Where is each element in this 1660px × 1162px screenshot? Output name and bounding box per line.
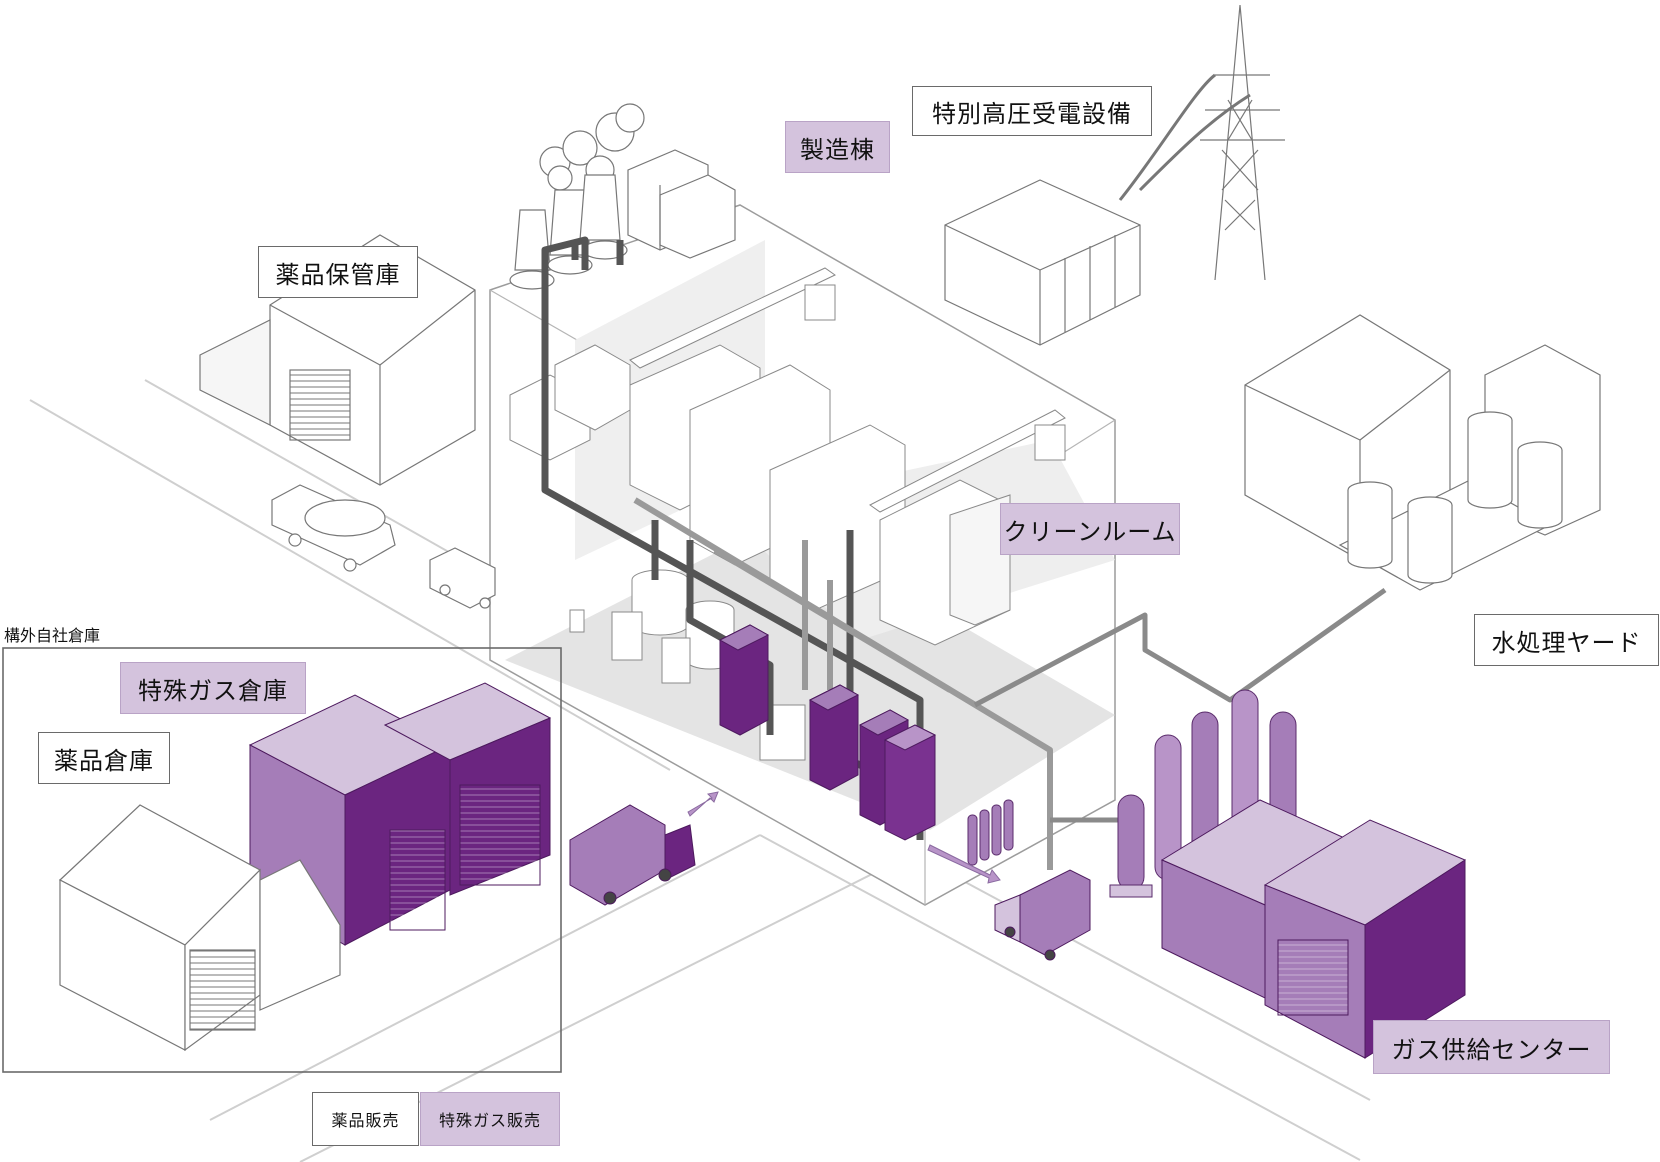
label-clean-room: クリーンルーム <box>1000 503 1180 555</box>
special-gas-warehouses <box>248 682 552 946</box>
rooftop-units <box>627 149 736 259</box>
exhaust-stacks <box>509 103 645 290</box>
legend-tokushu-gas-hanbai: 特殊ガス販売 <box>420 1092 560 1146</box>
power-lines <box>1118 73 1251 201</box>
chemical-warehouse <box>58 804 341 1052</box>
tank-truck <box>271 484 396 572</box>
gas-cylinders <box>967 799 1014 866</box>
label-tokubetsu-koatsu: 特別高圧受電設備 <box>912 86 1152 136</box>
label-tokushu-gas-soko: 特殊ガス倉庫 <box>120 662 306 714</box>
pipes-light <box>633 497 1053 870</box>
legend-yakuhin-hanbai: 薬品販売 <box>312 1092 419 1146</box>
offsite-warehouse-frame <box>2 647 562 1073</box>
transmission-tower <box>1200 4 1285 281</box>
label-mizu-shori-yard: 水処理ヤード <box>1474 614 1659 666</box>
purple-truck-center <box>569 804 696 906</box>
water-treatment-building <box>1244 314 1601 591</box>
label-kogai-jisha-soko: 構外自社倉庫 <box>4 626 101 645</box>
purple-process-modules <box>718 624 937 841</box>
van <box>429 547 496 609</box>
label-yakuhin-soko: 薬品倉庫 <box>38 732 170 784</box>
purple-truck-right <box>994 869 1091 961</box>
gas-supply-tanks <box>1109 689 1297 898</box>
flow-arrows <box>687 791 1001 884</box>
substation-cabinets <box>944 179 1141 346</box>
gas-supply-buildings <box>1160 799 1467 1059</box>
label-yakuhin-hokan-ko: 薬品保管庫 <box>258 246 418 298</box>
label-gas-kyokyu-center: ガス供給センター <box>1373 1020 1610 1074</box>
duct <box>629 267 1066 513</box>
label-seizo-to: 製造棟 <box>785 121 890 173</box>
